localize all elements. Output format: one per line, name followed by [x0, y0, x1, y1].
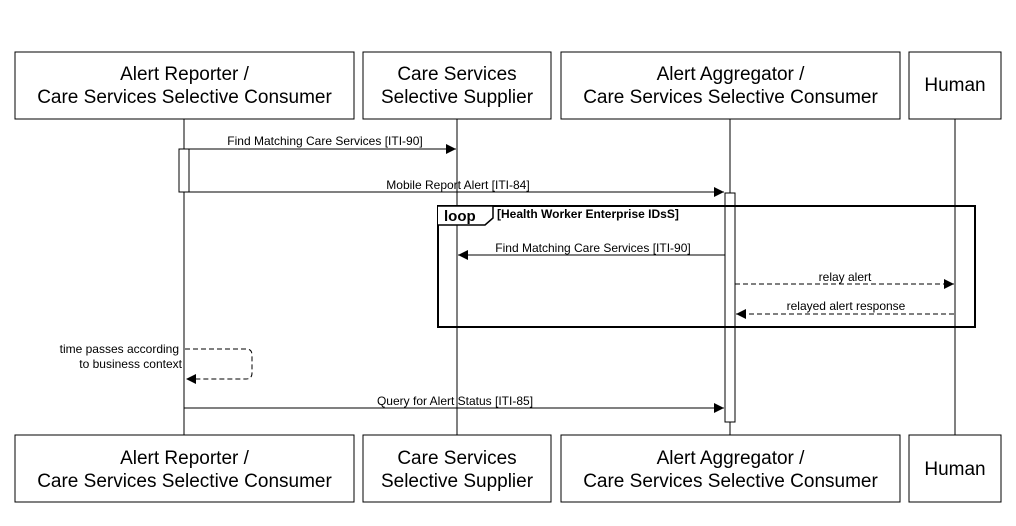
- participant-reporter-bottom: Alert Reporter / Care Services Selective…: [14, 434, 355, 503]
- message-relayed-alert-response: relayed alert response: [736, 299, 954, 319]
- message-label-line1: time passes according: [60, 342, 179, 356]
- message-label: Query for Alert Status [ITI-85]: [377, 394, 533, 408]
- participant-name: Human: [924, 459, 985, 480]
- participant-supplier-bottom: Care Services Selective Supplier: [362, 434, 552, 503]
- participant-name-line1: Care Services: [397, 448, 516, 469]
- participant-name-line1: Alert Reporter /: [120, 64, 250, 85]
- message-label: Find Matching Care Services [ITI-90]: [227, 134, 422, 148]
- participant-human-top: Human: [908, 51, 1002, 120]
- message-find-care-services-1: Find Matching Care Services [ITI-90]: [184, 134, 456, 154]
- loop-keyword: loop: [444, 208, 476, 225]
- participant-name-line2: Care Services Selective Consumer: [37, 471, 332, 492]
- participant-aggregator-bottom: Alert Aggregator / Care Services Selecti…: [560, 434, 901, 503]
- message-label: Mobile Report Alert [ITI-84]: [386, 178, 529, 192]
- message-label: relayed alert response: [787, 299, 906, 313]
- participant-reporter-top: Alert Reporter / Care Services Selective…: [14, 51, 355, 120]
- message-time-passes-self: time passes according to business contex…: [60, 342, 253, 384]
- participant-name-line2: Care Services Selective Consumer: [583, 87, 878, 108]
- participant-name-line1: Care Services: [397, 64, 516, 85]
- participant-name: Human: [924, 75, 985, 96]
- participant-name-line2: Care Services Selective Consumer: [37, 87, 332, 108]
- message-mobile-report-alert: Mobile Report Alert [ITI-84]: [184, 178, 724, 197]
- message-label-line2: to business context: [79, 357, 182, 371]
- participant-name-line2: Care Services Selective Consumer: [583, 471, 878, 492]
- message-query-alert-status: Query for Alert Status [ITI-85]: [184, 394, 724, 413]
- loop-condition: [Health Worker Enterprise IDsS]: [497, 207, 679, 221]
- message-label: relay alert: [819, 270, 872, 284]
- participant-name-line1: Alert Reporter /: [120, 448, 250, 469]
- message-label: Find Matching Care Services [ITI-90]: [495, 241, 690, 255]
- participant-supplier-top: Care Services Selective Supplier: [362, 51, 552, 120]
- message-find-care-services-2: Find Matching Care Services [ITI-90]: [458, 241, 725, 260]
- participant-human-bottom: Human: [908, 434, 1002, 503]
- message-relay-alert: relay alert: [735, 270, 954, 289]
- participant-name-line2: Selective Supplier: [381, 87, 534, 108]
- activation-reporter: [178, 148, 190, 193]
- loop-frame: loop [Health Worker Enterprise IDsS]: [437, 205, 976, 328]
- participant-name-line1: Alert Aggregator /: [657, 448, 806, 469]
- activation-aggregator: [724, 192, 736, 423]
- participant-aggregator-top: Alert Aggregator / Care Services Selecti…: [560, 51, 901, 120]
- participant-name-line2: Selective Supplier: [381, 471, 534, 492]
- participant-name-line1: Alert Aggregator /: [657, 64, 806, 85]
